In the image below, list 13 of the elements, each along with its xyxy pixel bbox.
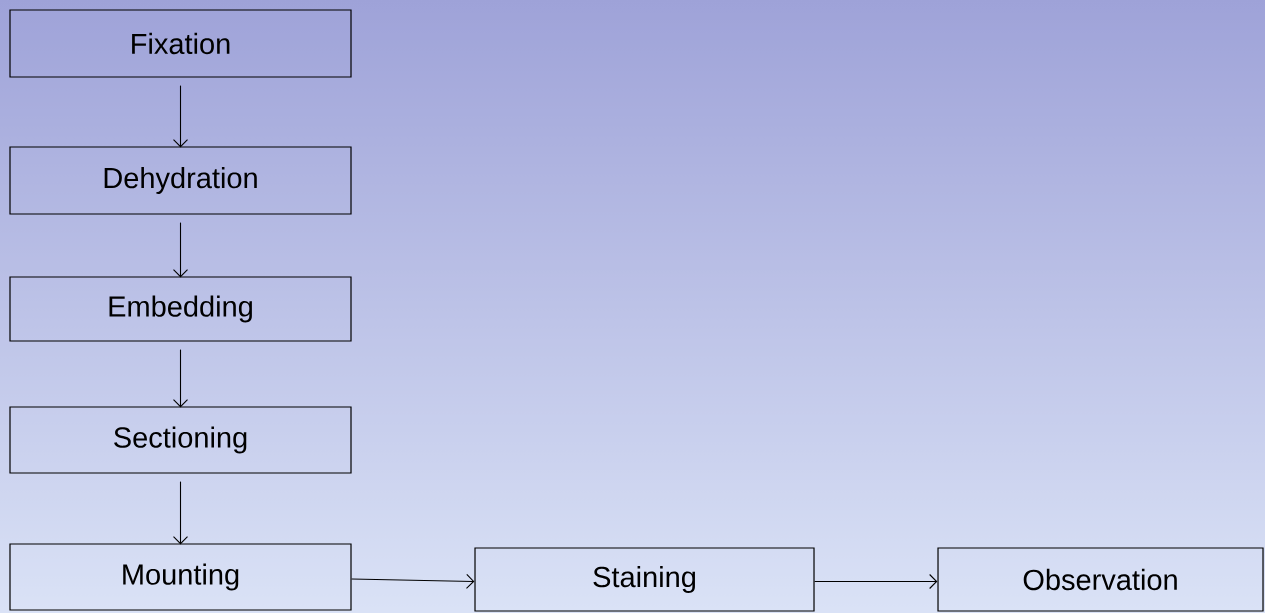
process-box: Dehydration <box>9 146 352 215</box>
arrow <box>814 573 938 590</box>
arrow <box>172 222 189 278</box>
process-box: Fixation <box>9 9 352 78</box>
arrow <box>172 349 189 408</box>
process-box: Observation <box>937 547 1264 612</box>
arrow <box>172 85 189 148</box>
process-box: Sectioning <box>9 406 352 474</box>
process-box: Mounting <box>9 543 352 611</box>
process-box: Embedding <box>9 276 352 342</box>
arrow <box>172 481 189 545</box>
process-box: Staining <box>474 547 815 612</box>
arrow <box>351 573 475 589</box>
